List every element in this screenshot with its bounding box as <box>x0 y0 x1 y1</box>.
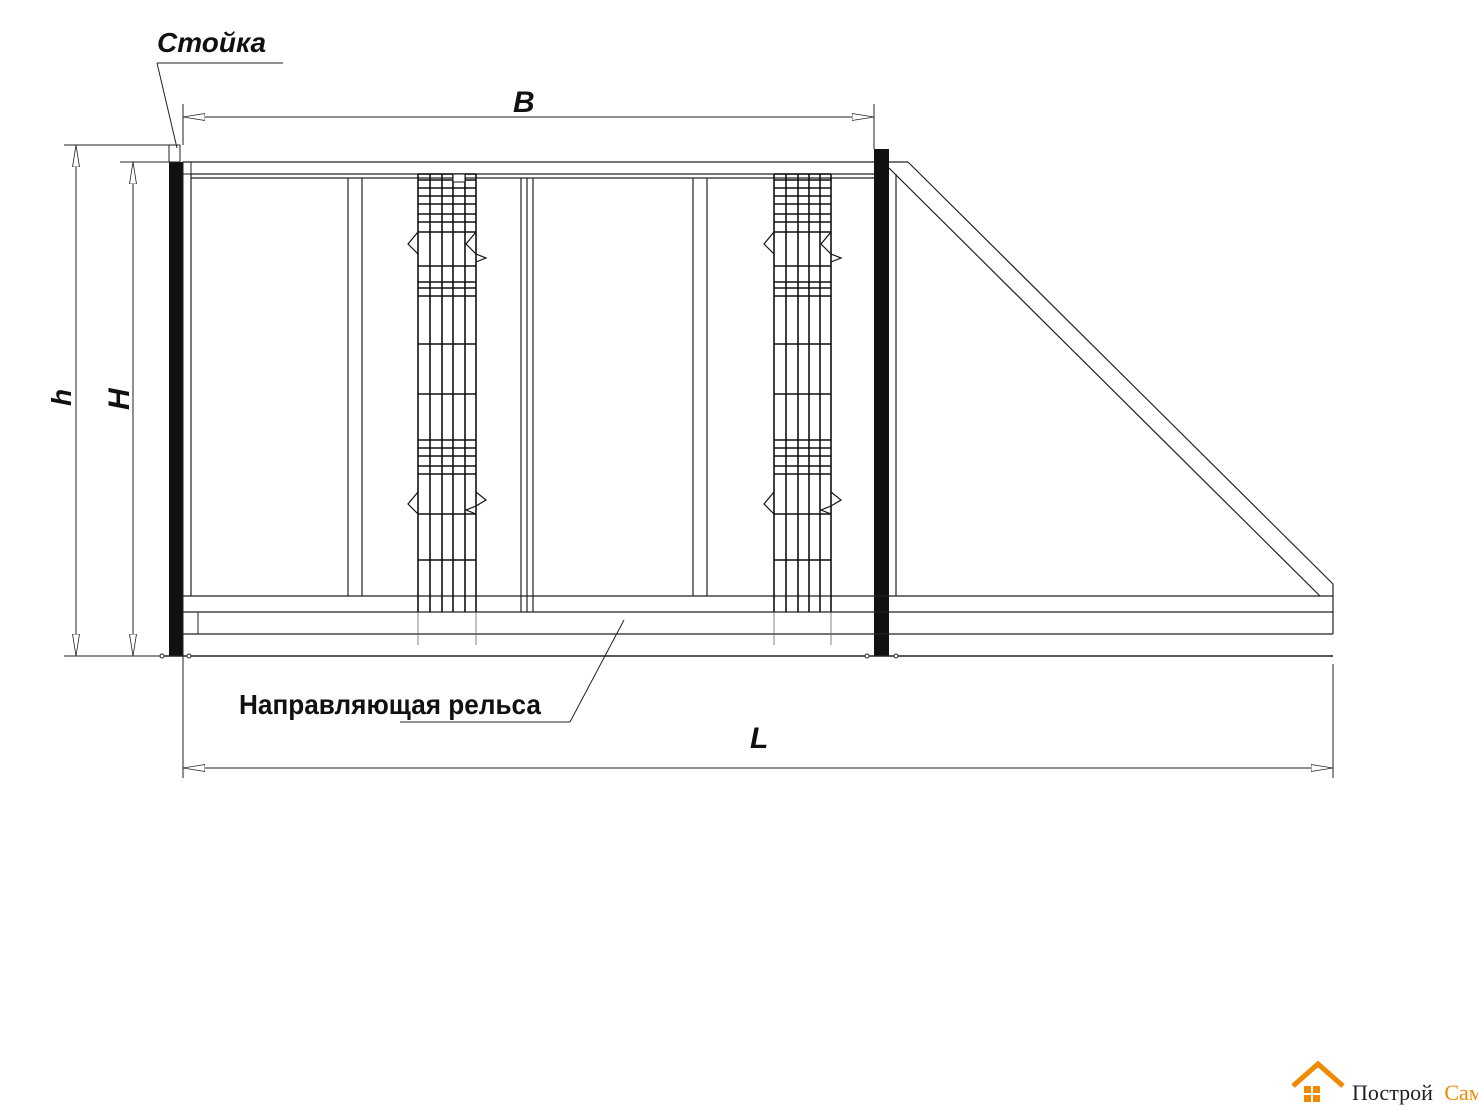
break-panel-left <box>407 173 488 645</box>
ground-line <box>159 653 1333 659</box>
left-post <box>168 144 199 656</box>
dimension-h-overall <box>64 144 169 657</box>
dimension-h-gate <box>120 161 169 656</box>
logo-word-2: Сам <box>1444 1080 1478 1105</box>
dimension-l <box>182 656 1334 778</box>
svg-text:Построй Сам: Построй Сам <box>1352 1080 1478 1105</box>
dimension-b <box>182 104 875 149</box>
gate-frame <box>183 161 1334 635</box>
break-panel-right <box>763 173 843 645</box>
rail-label: Направляющая рельса <box>239 689 541 720</box>
logo: Построй Сам <box>1291 1060 1478 1105</box>
post-leader <box>156 62 283 149</box>
right-post <box>874 149 889 656</box>
gate-height-label: H <box>103 387 136 410</box>
overall-height-label: h <box>46 389 77 406</box>
post-label: Стойка <box>157 27 266 58</box>
logo-word-1: Построй <box>1352 1080 1433 1105</box>
length-label: L <box>750 722 768 755</box>
width-label: B <box>513 86 535 119</box>
house-icon <box>1291 1060 1345 1102</box>
rail-leader <box>400 619 625 723</box>
